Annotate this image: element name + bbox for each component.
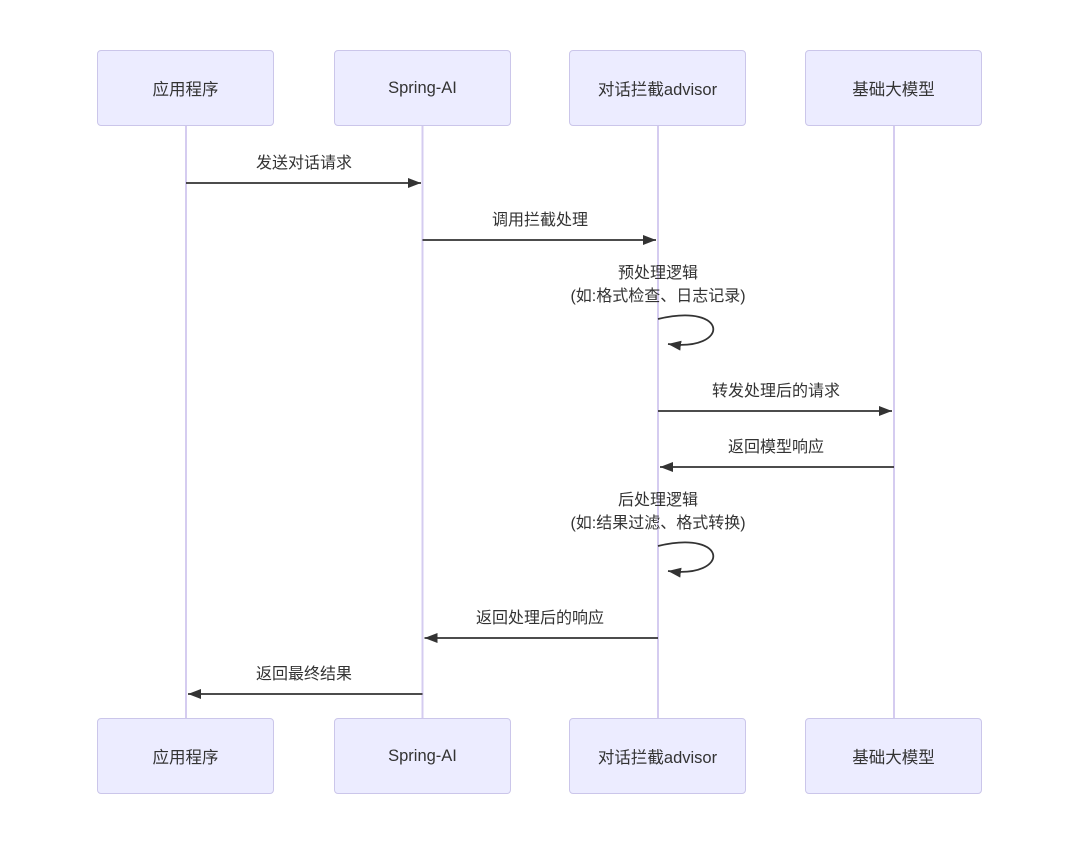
- self-loop-label-line2: (如:格式检查、日志记录): [570, 288, 746, 305]
- actor-label: Spring-AI: [388, 746, 457, 765]
- message-label-return-final-result: 返回最终结果: [255, 666, 353, 683]
- actor-llm-top: 基础大模型: [805, 50, 982, 126]
- self-loop-label-line1: 预处理逻辑: [617, 265, 699, 282]
- actor-label: 应用程序: [152, 749, 219, 767]
- message-label-return-processed-response: 返回处理后的响应: [475, 610, 605, 627]
- actor-label: 应用程序: [152, 81, 219, 99]
- actor-application-top: 应用程序: [97, 50, 274, 126]
- message-label-send-request: 发送对话请求: [255, 155, 353, 172]
- self-loop-postprocess-icon: [657, 541, 715, 578]
- self-loop-label-line2: (如:结果过滤、格式转换): [570, 515, 746, 532]
- actor-advisor-bottom: 对话拦截advisor: [569, 718, 746, 794]
- actor-label: Spring-AI: [388, 78, 457, 97]
- message-label-forward-request: 转发处理后的请求: [711, 383, 841, 400]
- self-loop-label-line1: 后处理逻辑: [617, 492, 699, 509]
- actor-label: 基础大模型: [852, 81, 935, 99]
- actor-spring-ai-top: Spring-AI: [334, 50, 511, 126]
- actor-advisor-top: 对话拦截advisor: [569, 50, 746, 126]
- message-label-call-interceptor: 调用拦截处理: [491, 212, 589, 229]
- actor-spring-ai-bottom: Spring-AI: [334, 718, 511, 794]
- actor-label: 对话拦截advisor: [597, 749, 718, 767]
- actor-label: 对话拦截advisor: [597, 81, 718, 99]
- self-loop-preprocess-icon: [657, 314, 715, 351]
- actor-application-bottom: 应用程序: [97, 718, 274, 794]
- message-label-return-model-response: 返回模型响应: [727, 439, 825, 456]
- self-loop-label-preprocess: 预处理逻辑 (如:格式检查、日志记录): [570, 262, 745, 308]
- actor-llm-bottom: 基础大模型: [805, 718, 982, 794]
- self-loop-label-postprocess: 后处理逻辑 (如:结果过滤、格式转换): [570, 489, 745, 535]
- actor-label: 基础大模型: [852, 749, 935, 767]
